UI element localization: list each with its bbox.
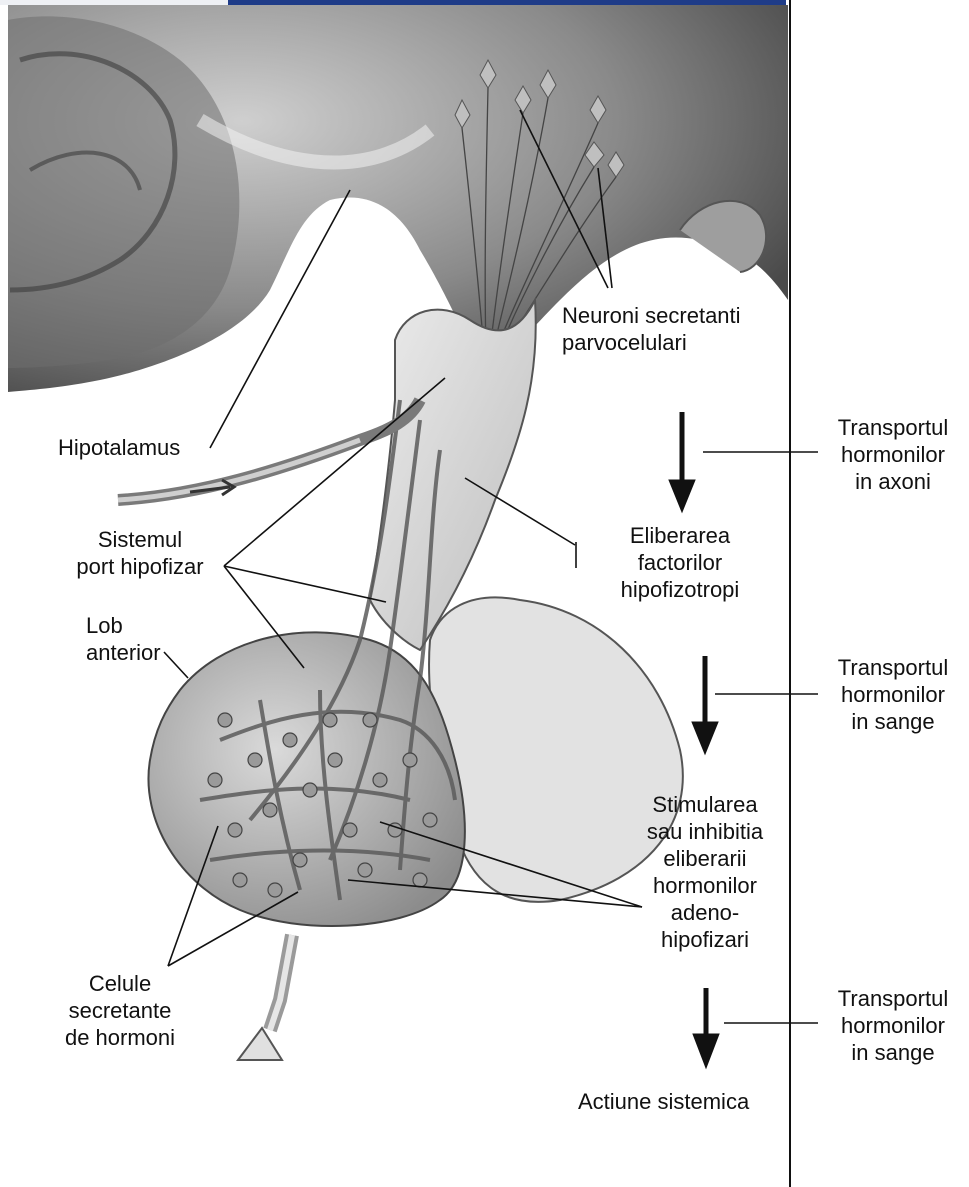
neuroni-label: Neuroni secretanti parvocelulari bbox=[562, 302, 741, 356]
eliberarea-label: Eliberarea factorilor hipofizotropi bbox=[600, 522, 760, 603]
celule-label: Celule secretante de hormoni bbox=[40, 970, 200, 1051]
transport-sange-2-label: Transportul hormonilor in sange bbox=[818, 985, 968, 1066]
actiune-label: Actiune sistemica bbox=[578, 1088, 749, 1115]
transport-sange-1-label: Transportul hormonilor in sange bbox=[818, 654, 968, 735]
hipotalamus-label: Hipotalamus bbox=[58, 434, 180, 461]
flow-arrows bbox=[669, 412, 818, 1068]
column-divider bbox=[789, 0, 791, 1187]
transport-axoni-label: Transportul hormonilor in axoni bbox=[818, 414, 968, 495]
stimularea-label: Stimularea sau inhibitia eliberarii horm… bbox=[630, 791, 780, 953]
sistemul-label: Sistemul port hipofizar bbox=[52, 526, 228, 580]
lob-label: Lob anterior bbox=[86, 612, 161, 666]
